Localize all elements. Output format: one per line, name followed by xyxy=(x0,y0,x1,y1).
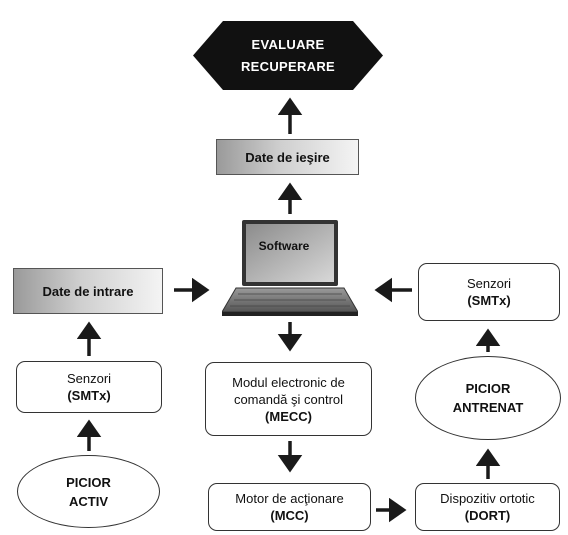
laptop-icon xyxy=(222,220,358,316)
orthotic-line2: (DORT) xyxy=(464,508,511,523)
sensors-left-line1: Senzori xyxy=(66,371,112,386)
active-leg-line2: ACTIV xyxy=(69,493,108,509)
control-module-line3: (MECC) xyxy=(265,408,312,424)
active-leg-ellipse: PICIOR ACTIV xyxy=(17,455,160,528)
trained-leg-line1: PICIOR xyxy=(465,381,511,396)
evaluation-hexagon xyxy=(193,21,383,90)
sensors-left-line2: (SMTx) xyxy=(67,388,111,403)
evaluation-line1: EVALUARE xyxy=(251,36,325,52)
sensors-right-box: Senzori (SMTx) xyxy=(418,263,560,321)
trained-leg-ellipse: PICIOR ANTRENAT xyxy=(415,356,561,440)
input-data-label: Date de intrare xyxy=(42,283,134,299)
orthotic-line1: Dispozitiv ortotic xyxy=(440,491,535,506)
active-leg-line1: PICIOR xyxy=(66,474,111,490)
motor-box: Motor de acţionare (MCC) xyxy=(208,483,371,531)
evaluation-label: EVALUARE RECUPERARE xyxy=(193,21,383,90)
control-module-line2: comandă şi control xyxy=(233,391,344,407)
control-module-line1: Modul electronic de xyxy=(232,374,345,390)
sensors-right-line2: (SMTx) xyxy=(467,293,511,308)
output-data-box: Date de ieşire xyxy=(216,139,359,175)
control-module-box: Modul electronic de comandă şi control (… xyxy=(205,362,372,436)
software-label: Software xyxy=(258,239,310,253)
input-data-box: Date de intrare xyxy=(13,268,163,314)
output-data-label: Date de ieşire xyxy=(245,149,330,165)
trained-leg-line2: ANTRENAT xyxy=(452,400,524,415)
sensors-left-box: Senzori (SMTx) xyxy=(16,361,162,413)
orthotic-device-box: Dispozitiv ortotic (DORT) xyxy=(415,483,560,531)
motor-line2: (MCC) xyxy=(270,508,309,523)
evaluation-line2: RECUPERARE xyxy=(240,58,335,74)
motor-line1: Motor de acţionare xyxy=(235,491,344,506)
sensors-right-line1: Senzori xyxy=(466,276,512,291)
